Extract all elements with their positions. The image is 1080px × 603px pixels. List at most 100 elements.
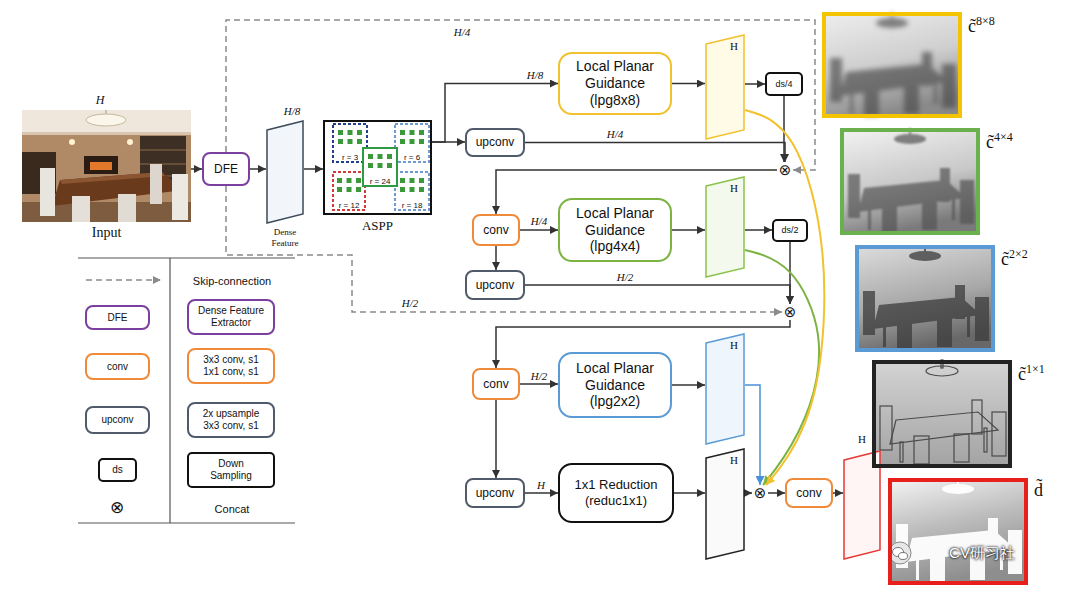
- downsample-box: ds/4: [765, 72, 803, 96]
- text-group: d̃: [1034, 480, 1043, 502]
- node-label: Local Planar Guidance (lpg8x8): [566, 58, 664, 108]
- dimension-label: H/4: [452, 26, 473, 38]
- text-group: Local Planar Guidance (lpg2x2): [566, 360, 664, 410]
- edge-label-holder: H/4: [529, 211, 550, 229]
- conv-box: conv: [472, 214, 520, 246]
- node-label: Local Planar Guidance (lpg4x4): [566, 205, 664, 255]
- text-group: conv: [796, 486, 821, 500]
- connector: [432, 141, 465, 143]
- rate-label: r = 24: [370, 177, 391, 186]
- downsample-box: ds/2: [772, 219, 808, 242]
- text-group: Local Planar Guidance (lpg8x8): [566, 58, 664, 108]
- feature-plane: [705, 34, 745, 140]
- legend-label: 2x upsample 3x3 conv, s1: [197, 408, 265, 432]
- connector: [745, 83, 765, 85]
- text-group: ⊗: [784, 305, 797, 320]
- node-label: conv: [796, 486, 821, 500]
- connector: [745, 250, 819, 485]
- edge-label-holder: H/2: [400, 293, 421, 311]
- legend-label: Skip-connection: [193, 275, 271, 287]
- text-group: ⊗: [754, 486, 767, 501]
- legend-entry: Concat: [215, 499, 250, 517]
- text-group: c̃8×8: [968, 14, 995, 38]
- superscript-label: 4×4: [994, 130, 1013, 144]
- legend-sample: conv: [85, 353, 150, 380]
- edge-label-holder: H/2: [615, 267, 636, 285]
- text-group: ⊗: [779, 163, 792, 178]
- feature-map: Dense Feature: [266, 120, 304, 224]
- feature-plane: [266, 120, 304, 224]
- text-group: c̃4×4: [986, 130, 1013, 154]
- feature-map: H: [705, 176, 745, 278]
- connector: [672, 83, 705, 85]
- feature-plane-outline: [267, 121, 303, 223]
- legend-entry: Down Sampling: [187, 452, 275, 488]
- edge-label-holder: H/4: [605, 124, 626, 142]
- edge-label-holder: H: [535, 475, 547, 493]
- lpg-box: Local Planar Guidance (lpg4x4): [558, 198, 672, 262]
- dimension-label: H/8: [525, 69, 546, 81]
- lpg-box: Local Planar Guidance (lpg2x2): [558, 352, 672, 418]
- concat-symbol: ⊗: [777, 162, 793, 178]
- node-label: conv: [483, 223, 508, 237]
- concat-symbol: ⊗: [782, 304, 798, 320]
- legend-label: Concat: [215, 503, 250, 515]
- lpg-box: Local Planar Guidance (lpg8x8): [558, 52, 672, 115]
- node-label: ds/4: [775, 79, 792, 90]
- connector: [745, 229, 772, 231]
- feature-map: H: [705, 448, 745, 560]
- feature-plane-outline: [706, 35, 744, 139]
- legend-entry: Dense Feature Extractor: [187, 299, 275, 335]
- legend-sample: ⊗: [110, 499, 124, 517]
- legend-sample: ⊗: [110, 497, 124, 517]
- connector: [525, 492, 558, 494]
- node-label: H: [858, 433, 866, 446]
- dimension-label: H/8: [284, 105, 301, 117]
- text-group: H: [858, 433, 866, 446]
- connector-group: [191, 20, 843, 493]
- node-label: c̃: [986, 132, 994, 152]
- dimension-label: H/2: [529, 370, 550, 382]
- text-group: H: [730, 454, 738, 467]
- upconv-box: upconv: [465, 270, 525, 300]
- rate-label: r = 12: [339, 201, 360, 210]
- legend-sample: upconv: [101, 415, 133, 425]
- rate-label: r = 12: [339, 194, 360, 212]
- node-label: upconv: [476, 486, 515, 500]
- node-label: Local Planar Guidance (lpg2x2): [566, 360, 664, 410]
- node-label: upconv: [476, 135, 515, 149]
- text-group: c̃1×1: [1018, 362, 1045, 386]
- depth-map: c̃1×1: [872, 360, 1012, 468]
- connector: [833, 492, 843, 494]
- dfe-box: DFE: [202, 152, 250, 186]
- rate-label: r = 3: [342, 146, 358, 164]
- node-label: ds/2: [781, 225, 798, 236]
- legend-sample: ds: [112, 465, 123, 475]
- edge-label-holder: H/4: [452, 22, 473, 40]
- conv-box: conv: [785, 478, 833, 508]
- node-label: Dense Feature: [262, 227, 308, 249]
- node-label: H: [730, 454, 738, 467]
- connector: [495, 400, 497, 478]
- node-label: 1x1 Reduction (reduc1x1): [566, 477, 666, 508]
- legend-label: 3x3 conv, s1 1x1 conv, s1: [197, 354, 265, 378]
- watermark: CV研习社: [949, 544, 1015, 562]
- node-label: DFE: [214, 162, 238, 176]
- node-label: upconv: [476, 278, 515, 292]
- depth-map: c̃2×2: [855, 245, 995, 352]
- connector: [520, 383, 558, 385]
- text-group: 1x1 Reduction (reduc1x1): [566, 477, 666, 508]
- feature-map: H: [705, 333, 745, 445]
- feature-plane-outline: [706, 449, 744, 559]
- node-label: d̃: [1034, 480, 1043, 500]
- skip-connection: [226, 20, 815, 170]
- feature-map: H: [705, 34, 745, 140]
- node-label: Input: [47, 225, 167, 242]
- feature-plane: [705, 176, 745, 278]
- connector: [745, 110, 824, 485]
- text-group: c̃2×2: [1001, 247, 1028, 271]
- conv-box: conv: [472, 368, 520, 400]
